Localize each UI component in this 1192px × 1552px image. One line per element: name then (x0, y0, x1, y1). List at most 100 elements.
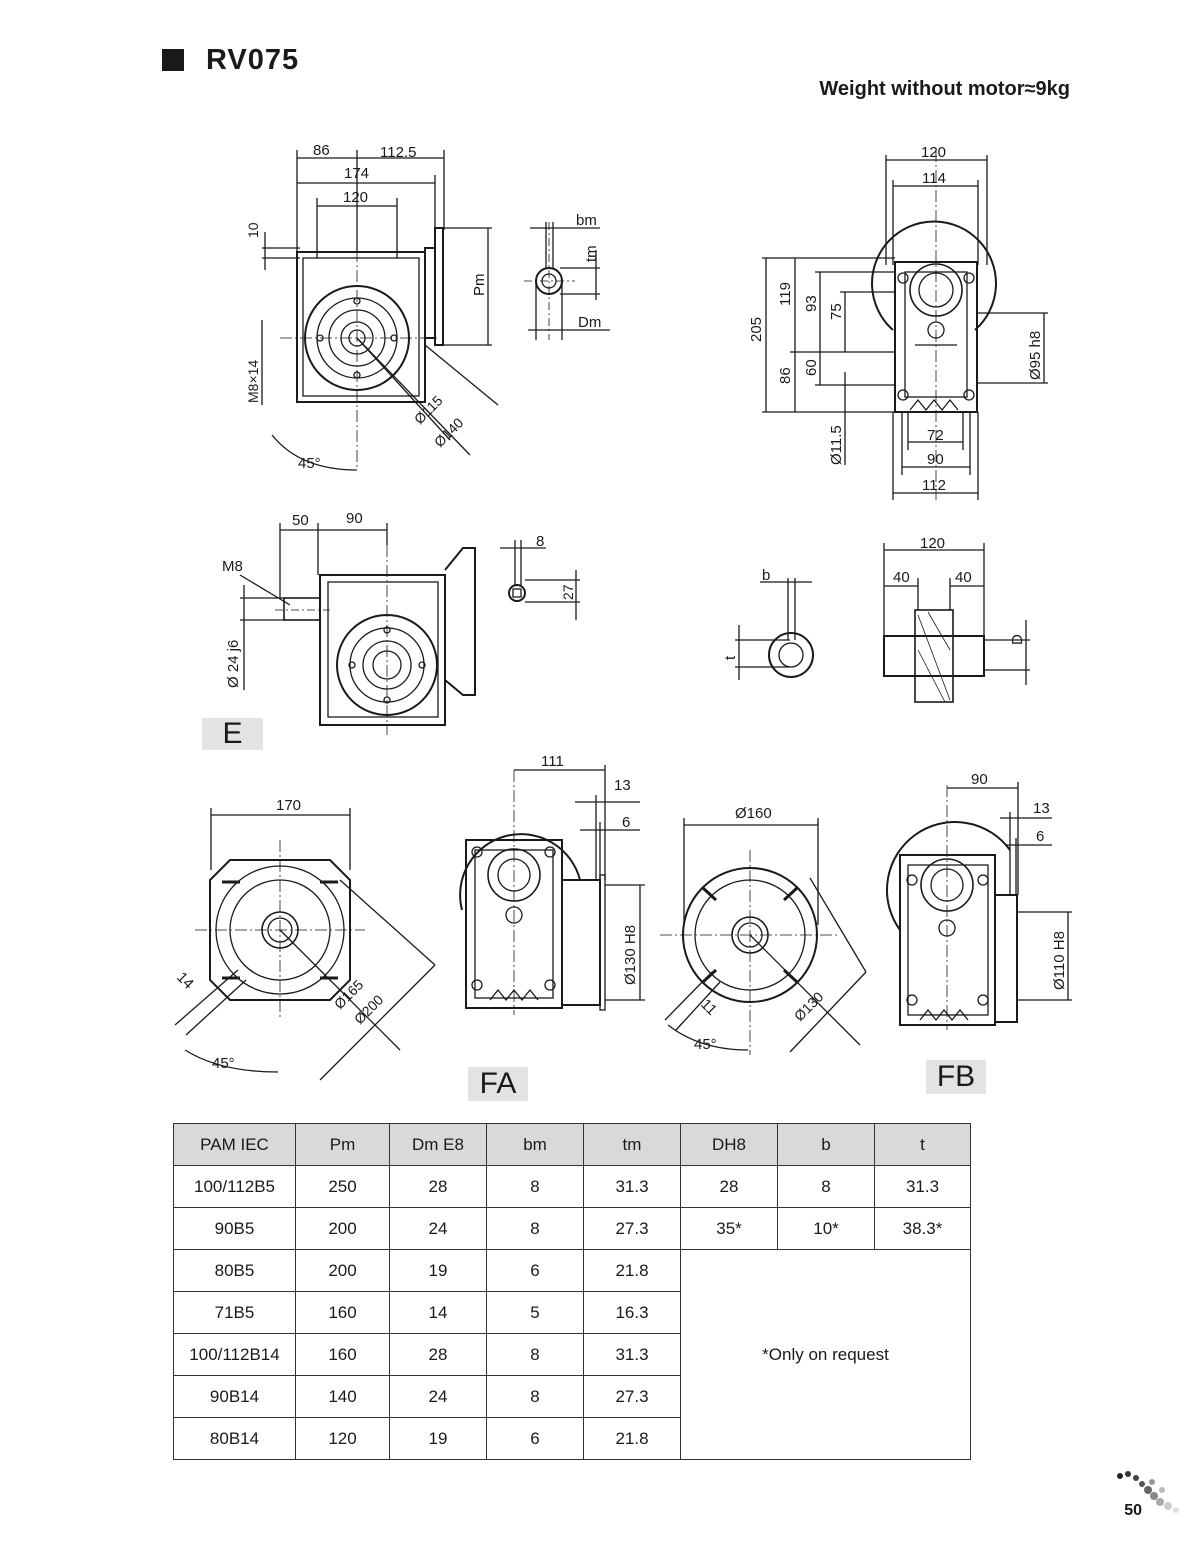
dim-text: 13 (1033, 800, 1050, 817)
flange-left-view: 170 14 Ø165 Ø200 45° (173, 797, 436, 1081)
dim-text: M8×14 (245, 360, 261, 403)
th-b: b (777, 1123, 875, 1166)
table-cell: 80B14 (173, 1417, 296, 1460)
dim-text: 6 (1036, 828, 1044, 845)
label-fa: FA (468, 1067, 528, 1101)
table-cell: 8 (486, 1375, 584, 1418)
th-pm: Pm (295, 1123, 390, 1166)
dim-text: b (762, 567, 770, 584)
page-title: RV075 (162, 42, 299, 78)
dim-text: Ø11.5 (828, 425, 845, 465)
dim-text: Dm (578, 314, 601, 331)
table-cell: 27.3 (583, 1207, 681, 1250)
dim-text: 27 (560, 584, 576, 600)
table-cell: 90B5 (173, 1207, 296, 1250)
dim-text: 112.5 (380, 144, 416, 161)
dim-text: Pm (471, 274, 488, 297)
dim-text: 6 (622, 814, 630, 831)
table-cell: 28 (389, 1165, 487, 1208)
th-tm: tm (583, 1123, 681, 1166)
table-cell: 5 (486, 1291, 584, 1334)
table-cell: 21.8 (583, 1249, 681, 1292)
dim-text: 120 (920, 535, 945, 552)
table-cell: 19 (389, 1249, 487, 1292)
dim-text: 86 (777, 367, 794, 384)
table-cell: 38.3* (874, 1207, 971, 1250)
table-cell: 250 (295, 1165, 390, 1208)
table-cell: 10* (777, 1207, 875, 1250)
table-cell: 27.3 (583, 1375, 681, 1418)
table-header-row: PAM IEC Pm Dm E8 bm tm DH8 b t (173, 1123, 971, 1166)
page-number: 50 (1124, 1502, 1142, 1519)
table-cell: 14 (389, 1291, 487, 1334)
table-row: 80B14 120 19 6 21.8 (173, 1417, 971, 1460)
dim-text: 40 (893, 569, 910, 586)
table-cell: 28 (680, 1165, 778, 1208)
dim-text: 112 (922, 477, 946, 494)
table-cell: 35* (680, 1207, 778, 1250)
table-row: 80B5 200 19 6 21.8 *Only on request (173, 1249, 971, 1460)
table-row: 90B14 140 24 8 27.3 (173, 1375, 971, 1418)
dim-text: 90 (927, 451, 944, 468)
dim-text: 10 (245, 222, 261, 238)
table-cell: 28 (389, 1333, 487, 1376)
table-cell: 90B14 (173, 1375, 296, 1418)
dim-text: tm (583, 245, 600, 262)
dim-text: 120 (343, 189, 368, 206)
dim-text: Ø 24 j6 (225, 640, 242, 688)
table-row: 100/112B5 250 28 8 31.3 28 8 31.3 (173, 1165, 971, 1208)
side-view: 120 114 205 119 93 75 86 60 Ø11.5 72 90 … (748, 144, 1048, 500)
title-text: RV075 (206, 43, 300, 76)
dim-text: 90 (346, 510, 363, 527)
table-cell: 31.3 (583, 1165, 681, 1208)
table-cell: 200 (295, 1207, 390, 1250)
dim-text: Ø95 h8 (1027, 331, 1044, 380)
dim-text: 11 (697, 996, 720, 1019)
dim-text: M8 (222, 558, 243, 575)
table-cell: 16.3 (583, 1291, 681, 1334)
th-dm: Dm E8 (389, 1123, 487, 1166)
dim-text: 45° (212, 1055, 235, 1072)
dim-text: 75 (828, 303, 845, 320)
dim-text: 90 (971, 771, 988, 788)
table-cell: 200 (295, 1249, 390, 1292)
dim-text: 45° (298, 455, 321, 472)
table-cell: 19 (389, 1417, 487, 1460)
table-row: 90B5 200 24 8 27.3 35* 10* 38.3* (173, 1207, 971, 1250)
fa-view: 111 13 6 Ø130 H8 (459, 753, 645, 1015)
dim-text: 111 (541, 753, 564, 770)
dim-text: 60 (803, 359, 820, 376)
dim-text: Ø130 H8 (622, 925, 639, 985)
spec-table: PAM IEC Pm Dm E8 bm tm DH8 b t 100/112B5… (173, 1123, 971, 1460)
table-cell: 140 (295, 1375, 390, 1418)
flange-right-view: Ø160 11 45° Ø130 (660, 805, 867, 1055)
title-square-icon (162, 49, 184, 71)
dim-text: bm (576, 212, 597, 229)
dim-text: 13 (614, 777, 631, 794)
request-note: *Only on request (680, 1249, 971, 1460)
table-cell: 8 (777, 1165, 875, 1208)
dim-text: t (722, 655, 739, 660)
dim-text: 170 (276, 797, 301, 814)
fb-view: 90 13 6 Ø110 H8 (886, 771, 1072, 1030)
dim-text: 119 (777, 282, 794, 306)
dim-text: 8 (536, 533, 544, 550)
th-t: t (874, 1123, 971, 1166)
shaft-detail: bm tm Dm (524, 212, 610, 340)
dim-text: Ø160 (735, 805, 772, 822)
table-cell: 160 (295, 1333, 390, 1376)
table-cell: 24 (389, 1207, 487, 1250)
weight-note: Weight without motor≈9kg (819, 78, 1070, 100)
table-cell: 8 (486, 1207, 584, 1250)
front-view: 86 112.5 174 120 10 M8×14 Pm 45° Ø115 Ø1… (245, 142, 499, 472)
table-cell: 100/112B5 (173, 1165, 296, 1208)
hollow-shaft-detail: b t 120 40 40 D (722, 535, 1030, 703)
label-e: E (202, 717, 263, 750)
dim-text: 86 (313, 142, 330, 159)
table-cell: 71B5 (173, 1291, 296, 1334)
th-pam-iec: PAM IEC (173, 1123, 296, 1166)
table-cell: 160 (295, 1291, 390, 1334)
th-bm: bm (486, 1123, 584, 1166)
table-cell: 80B5 (173, 1249, 296, 1292)
dim-text: 120 (921, 144, 946, 161)
